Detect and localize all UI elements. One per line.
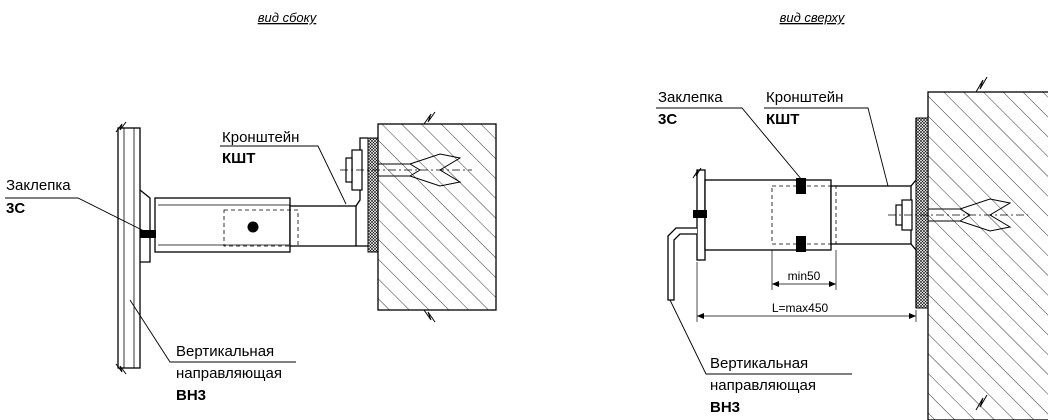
top-view-title: вид сверху <box>780 10 846 25</box>
side-guide-label-line2: направляющая <box>176 365 282 382</box>
side-vertical-guide <box>115 121 151 375</box>
side-anchor-bolt <box>340 149 472 191</box>
top-dim-min-label: min50 <box>788 269 821 283</box>
side-guide-label-line1: Вертикальная <box>176 343 274 360</box>
side-rivet <box>140 230 156 238</box>
top-dim-max-label: L=max450 <box>772 301 829 315</box>
side-bracket-hole <box>247 221 259 233</box>
side-view-title: вид сбоку <box>258 10 318 25</box>
top-dim-max: L=max450 <box>696 262 917 322</box>
top-rivet-label: Заклепка <box>658 89 723 106</box>
top-guide-label-line1: Вертикальная <box>710 355 808 372</box>
side-view: вид сбоку <box>5 10 497 404</box>
side-bracket-label: Кронштейн <box>222 129 299 146</box>
top-dim-min: min50 <box>771 250 837 290</box>
side-rivet-code: 3С <box>6 200 25 217</box>
side-guide-code: ВН3 <box>176 387 206 404</box>
top-view: вид сверху <box>656 10 1048 420</box>
side-wall <box>367 111 497 323</box>
side-rivet-label: Заклепка <box>6 177 71 194</box>
side-bracket-code: КШТ <box>222 150 255 167</box>
top-bracket <box>693 118 917 308</box>
top-bracket-code: КШТ <box>766 111 799 128</box>
top-guide-label-line2: направляющая <box>710 377 816 394</box>
top-bracket-label: Кронштейн <box>766 89 843 106</box>
top-rivet-guide <box>693 210 707 218</box>
side-bracket <box>154 137 368 253</box>
top-wall <box>915 76 1048 420</box>
top-anchor-bolt <box>888 198 1028 232</box>
top-rivet-code: 3С <box>658 111 677 128</box>
top-rivet-lower <box>796 236 806 252</box>
top-guide-code: ВН3 <box>710 399 740 416</box>
top-vertical-guide <box>667 167 706 301</box>
top-rivet-upper <box>796 178 806 194</box>
